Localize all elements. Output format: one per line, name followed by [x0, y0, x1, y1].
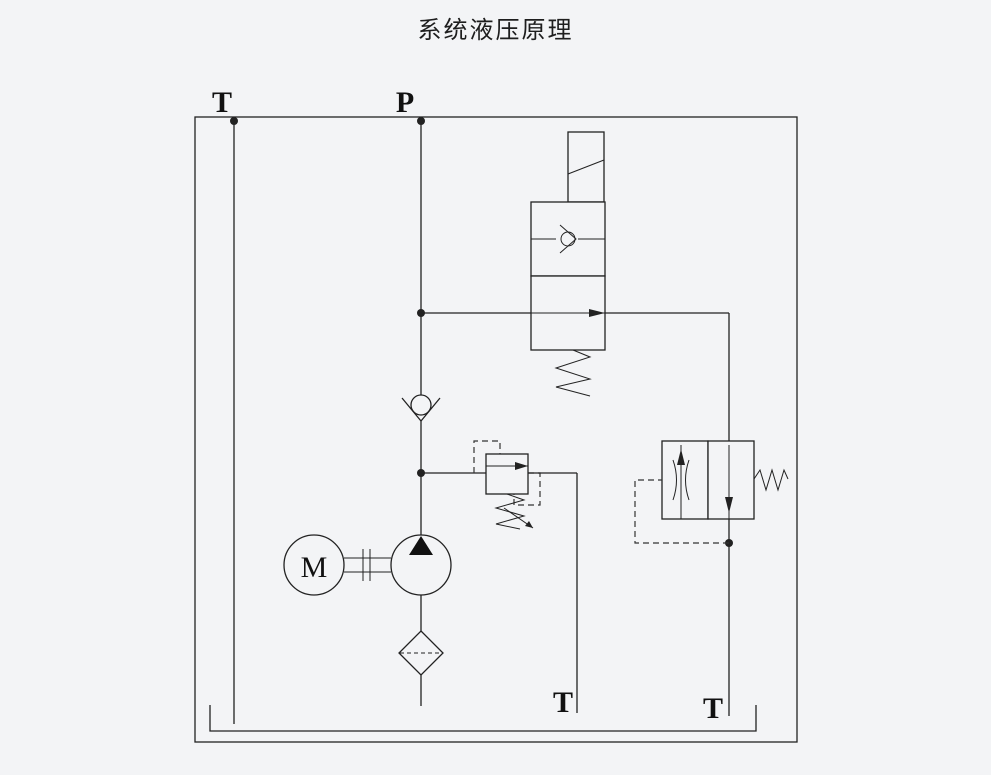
reservoir-tank: [209, 705, 757, 732]
port-label-tank-top: T: [212, 86, 232, 119]
port-label-pressure: P: [396, 86, 414, 119]
suction-filter: [398, 630, 444, 676]
pilot-line-right: [634, 479, 729, 544]
flow-valve-spring: [753, 468, 789, 492]
relief-valve: [421, 440, 578, 713]
pressure-port-node: [417, 117, 425, 125]
check-valve-main: [401, 394, 441, 423]
shaft-coupling: [344, 549, 391, 581]
flow-control-valve: [661, 440, 789, 520]
diagram-title: 系统液压原理: [417, 16, 574, 44]
port-label-tank-relief: T: [553, 686, 573, 719]
system-frame: [194, 116, 798, 743]
motor-label: M: [301, 551, 328, 584]
solenoid-valve: [530, 131, 606, 397]
electric-motor: M: [283, 534, 345, 596]
valve-spring: [554, 349, 592, 397]
tank-port-node: [230, 117, 238, 125]
port-label-tank-right: T: [703, 692, 723, 725]
hydraulic-pump: [390, 534, 452, 596]
